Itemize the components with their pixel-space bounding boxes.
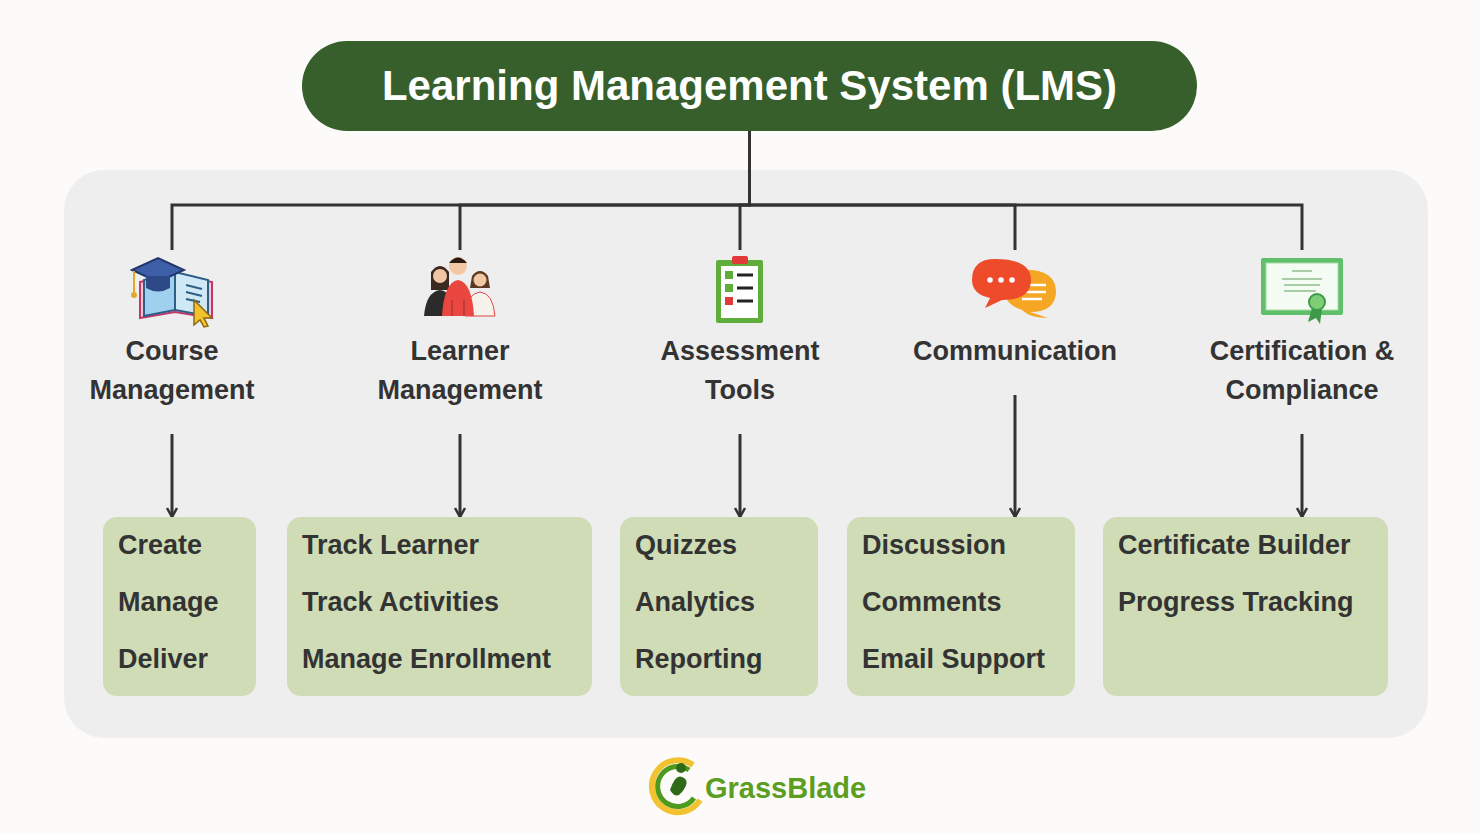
category-node: Course Management bbox=[72, 250, 272, 434]
learners-icon bbox=[424, 257, 495, 316]
arrow-connector bbox=[739, 434, 742, 517]
category-label: Learner Management bbox=[360, 332, 560, 410]
feature-item: Discussion bbox=[862, 517, 1060, 574]
certificate-icon bbox=[1261, 258, 1343, 324]
tree-connector bbox=[750, 131, 1016, 250]
feature-item: Comments bbox=[862, 574, 1060, 631]
feature-box: Track LearnerTrack ActivitiesManage Enro… bbox=[287, 517, 592, 696]
feature-item: Progress Tracking bbox=[1118, 574, 1373, 631]
category-node: Assessment Tools bbox=[640, 250, 840, 434]
feature-item: Email Support bbox=[862, 631, 1060, 688]
tree-connector bbox=[750, 131, 1303, 250]
title-text: Learning Management System (LMS) bbox=[382, 62, 1117, 110]
category-node: Communication bbox=[895, 250, 1135, 395]
feature-item: Manage Enrollment bbox=[302, 631, 577, 688]
course-icon bbox=[131, 258, 212, 327]
feature-item: Create bbox=[118, 517, 241, 574]
feature-box: Certificate BuilderProgress Tracking bbox=[1103, 517, 1388, 696]
title-pill: Learning Management System (LMS) bbox=[302, 41, 1197, 131]
feature-item: Track Learner bbox=[302, 517, 577, 574]
logo-text: GrassBlade bbox=[705, 772, 866, 805]
arrow-connector bbox=[1301, 434, 1304, 517]
feature-item: Manage bbox=[118, 574, 241, 631]
category-node: Learner Management bbox=[360, 250, 560, 434]
feature-item: Reporting bbox=[635, 631, 803, 688]
category-label: Certification & Compliance bbox=[1204, 332, 1400, 410]
tree-connector bbox=[172, 131, 750, 250]
tree-connector bbox=[460, 131, 750, 250]
clipboard-icon bbox=[716, 256, 763, 323]
chat-icon bbox=[972, 259, 1056, 318]
feature-item: Deliver bbox=[118, 631, 241, 688]
arrow-connector bbox=[1014, 395, 1017, 517]
arrow-connector bbox=[459, 434, 462, 517]
feature-item: Track Activities bbox=[302, 574, 577, 631]
feature-box: QuizzesAnalyticsReporting bbox=[620, 517, 818, 696]
logo-mark bbox=[652, 760, 700, 812]
category-node: Certification & Compliance bbox=[1204, 250, 1400, 434]
category-label: Communication bbox=[895, 332, 1135, 371]
category-label: Assessment Tools bbox=[640, 332, 840, 410]
feature-item: Certificate Builder bbox=[1118, 517, 1373, 574]
category-label: Course Management bbox=[72, 332, 272, 410]
feature-item: Analytics bbox=[635, 574, 803, 631]
feature-box: CreateManageDeliver bbox=[103, 517, 256, 696]
feature-item: Quizzes bbox=[635, 517, 803, 574]
feature-box: DiscussionCommentsEmail Support bbox=[847, 517, 1075, 696]
arrow-connector bbox=[171, 434, 174, 517]
